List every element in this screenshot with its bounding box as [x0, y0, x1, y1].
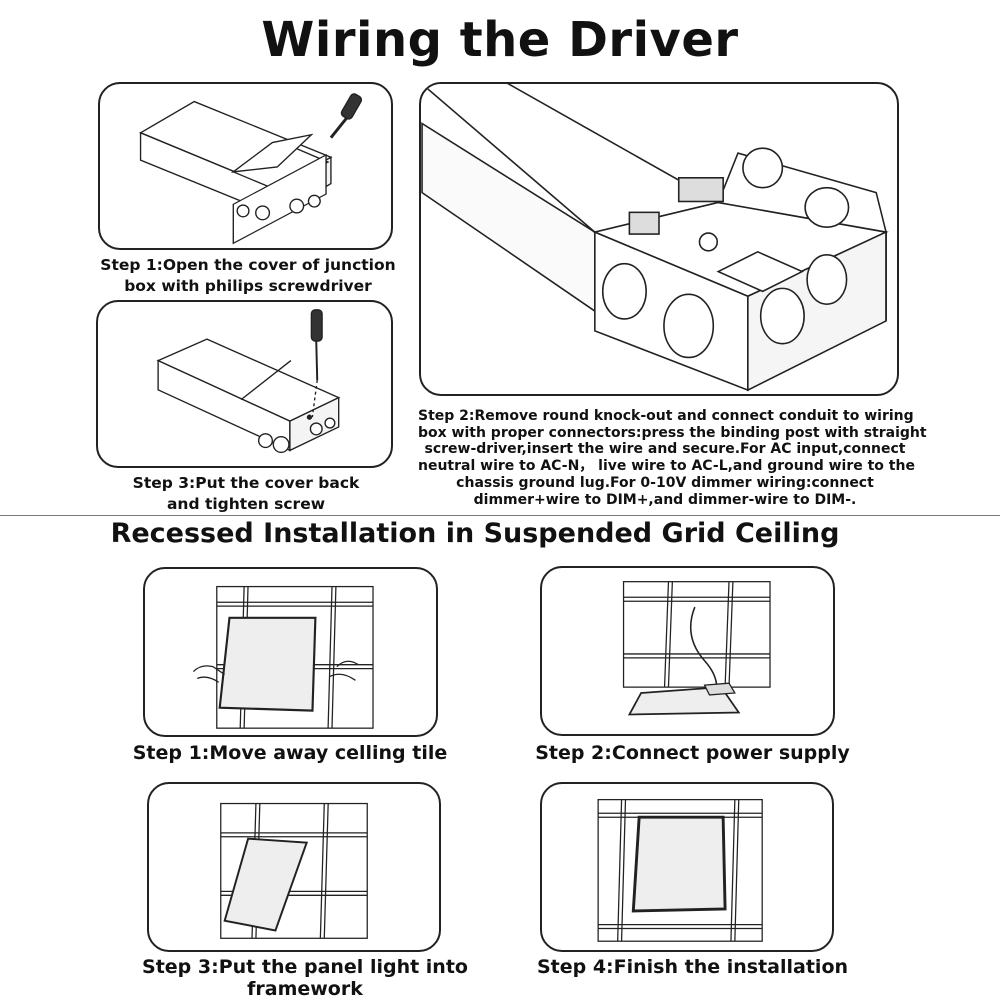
install-step1-caption: Step 1:Move away celling tile — [132, 742, 448, 764]
section2-title: Recessed Installation in Suspended Grid … — [110, 518, 840, 549]
driver-step3-illustration — [96, 300, 393, 468]
install-step2-caption: Step 2:Connect power supply — [535, 742, 850, 764]
install-step3-caption: Step 3:Put the panel light into framewor… — [142, 956, 468, 1000]
section-divider — [0, 515, 1000, 516]
finished-installation-drawing — [597, 798, 763, 942]
driver-step2-illustration — [419, 82, 899, 396]
power-supply-connection-drawing — [622, 581, 771, 716]
install-step3-illustration — [147, 782, 441, 952]
driver-step3-caption: Step 3:Put the cover back and tighten sc… — [132, 474, 360, 513]
junction-box-wiring-drawing — [421, 84, 889, 392]
driver-step1-illustration — [98, 82, 393, 250]
driver-step1-caption: Step 1:Open the cover of junction box wi… — [100, 256, 396, 295]
panel-into-framework-drawing — [220, 802, 368, 939]
ceiling-grid-tile-removal-drawing — [192, 585, 374, 729]
page-title: Wiring the Driver — [261, 12, 739, 68]
install-step2-illustration — [540, 566, 835, 736]
driver-step2-caption: Step 2:Remove round knock-out and connec… — [418, 408, 927, 508]
install-step4-caption: Step 4:Finish the installation — [536, 956, 849, 978]
install-step1-illustration — [143, 567, 438, 737]
install-step4-illustration — [540, 782, 834, 952]
junction-box-closed-drawing — [156, 309, 341, 454]
junction-box-open-drawing — [139, 93, 363, 245]
